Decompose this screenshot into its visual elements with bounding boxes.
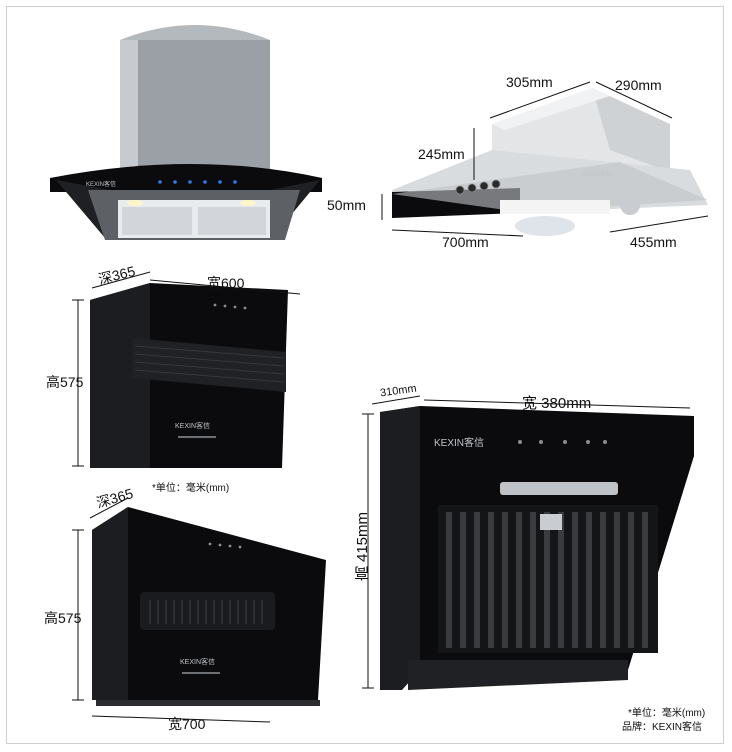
p4-dim-height: 高575 [44, 610, 82, 626]
p3-brand: KEXIN客信 [175, 421, 210, 430]
p3-dim-width: 宽600 [207, 275, 245, 291]
p2-dim-depth: 455mm [630, 234, 677, 250]
footer-unit-note: *单位：毫米(mm) [628, 708, 706, 719]
p2-dim-depth-top: 305mm [506, 74, 553, 90]
image-frame [6, 6, 724, 744]
p4-unit-note: *单位：毫米(mm) [152, 483, 230, 494]
p5-dim-height: 高 415mm [354, 512, 371, 582]
p2-dim-height: 245mm [418, 146, 465, 162]
p5-brand: KEXIN客信 [434, 436, 484, 449]
footer-brand-note: 品牌：KEXIN客信 [622, 722, 703, 733]
p5-dim-width: 宽 380mm [522, 395, 592, 412]
p4-brand: KEXIN客信 [180, 657, 215, 666]
p2-dim-width: 700mm [442, 234, 489, 250]
p2-brand: KEXIN客信 [582, 170, 612, 178]
p2-dim-width-top: 290mm [615, 77, 662, 93]
p2-knobs [455, 179, 501, 195]
p3-dim-height: 高575 [46, 374, 84, 390]
p1-control-buttons [158, 180, 237, 184]
p4-dim-width: 宽700 [168, 716, 206, 732]
p2-dim-panel: 50mm [327, 197, 366, 213]
p1-brand: KEXIN客信 [86, 180, 116, 188]
